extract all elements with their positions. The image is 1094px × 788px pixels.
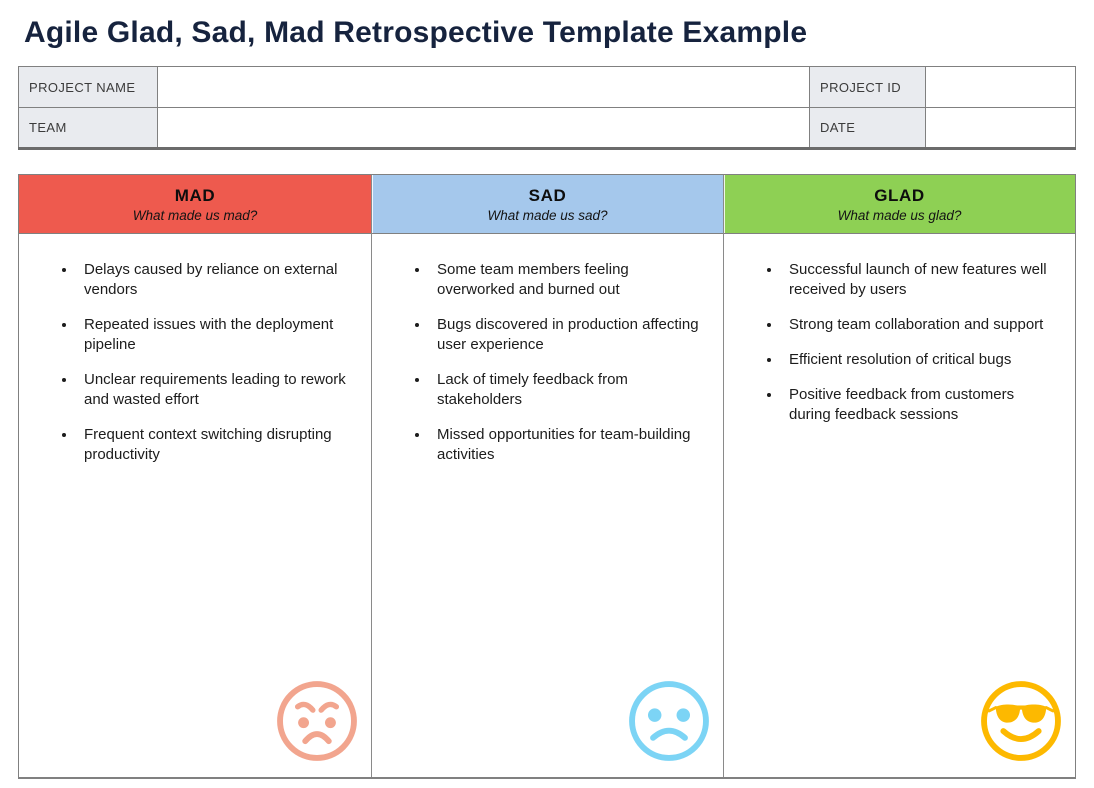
- column-glad: GLAD What made us glad? Successful launc…: [723, 175, 1075, 777]
- list-item: Delays caused by reliance on external ve…: [77, 260, 349, 300]
- mad-item-list: Delays caused by reliance on external ve…: [19, 260, 349, 465]
- column-mad: MAD What made us mad? Delays caused by r…: [19, 175, 371, 777]
- list-item: Strong team collaboration and support: [782, 315, 1053, 335]
- column-sad-subtitle: What made us sad?: [487, 207, 608, 223]
- team-field[interactable]: [157, 107, 810, 149]
- list-item: Bugs discovered in production affecting …: [430, 315, 701, 355]
- column-mad-subtitle: What made us mad?: [132, 207, 258, 223]
- table-row: PROJECT NAME PROJECT ID: [18, 66, 1076, 108]
- list-item: Unclear requirements leading to rework a…: [77, 370, 349, 410]
- list-item: Lack of timely feedback from stakeholder…: [430, 370, 701, 410]
- sad-item-list: Some team members feeling overworked and…: [372, 260, 701, 465]
- date-label: DATE: [809, 107, 926, 149]
- column-glad-header: GLAD What made us glad?: [724, 175, 1075, 234]
- list-item: Repeated issues with the deployment pipe…: [77, 315, 349, 355]
- list-item: Positive feedback from customers during …: [782, 385, 1053, 425]
- list-item: Successful launch of new features well r…: [782, 260, 1053, 300]
- column-sad: SAD What made us sad? Some team members …: [371, 175, 723, 777]
- sad-face-icon: [627, 679, 711, 763]
- project-info-table: PROJECT NAME PROJECT ID TEAM DATE: [18, 66, 1076, 150]
- column-glad-body: Successful launch of new features well r…: [724, 234, 1075, 777]
- column-sad-header: SAD What made us sad?: [372, 175, 723, 234]
- list-item: Some team members feeling overworked and…: [430, 260, 701, 300]
- column-mad-title: MAD: [174, 185, 216, 205]
- project-name-label: PROJECT NAME: [18, 66, 158, 108]
- retrospective-board: MAD What made us mad? Delays caused by r…: [18, 174, 1076, 779]
- column-mad-body: Delays caused by reliance on external ve…: [19, 234, 371, 777]
- list-item: Frequent context switching disrupting pr…: [77, 425, 349, 465]
- project-id-label: PROJECT ID: [809, 66, 926, 108]
- column-mad-header: MAD What made us mad?: [19, 175, 371, 234]
- date-field[interactable]: [925, 107, 1076, 149]
- cool-face-icon: [979, 679, 1063, 763]
- project-name-field[interactable]: [157, 66, 810, 108]
- column-sad-body: Some team members feeling overworked and…: [372, 234, 723, 777]
- page-title: Agile Glad, Sad, Mad Retrospective Templ…: [24, 16, 808, 49]
- list-item: Missed opportunities for team-building a…: [430, 425, 701, 465]
- column-glad-subtitle: What made us glad?: [837, 207, 962, 223]
- glad-item-list: Successful launch of new features well r…: [724, 260, 1053, 425]
- list-item: Efficient resolution of critical bugs: [782, 350, 1053, 370]
- column-sad-title: SAD: [528, 185, 567, 205]
- project-id-field[interactable]: [925, 66, 1076, 108]
- column-glad-title: GLAD: [874, 185, 925, 205]
- angry-face-icon: [275, 679, 359, 763]
- team-label: TEAM: [18, 107, 158, 149]
- table-row: TEAM DATE: [18, 107, 1076, 149]
